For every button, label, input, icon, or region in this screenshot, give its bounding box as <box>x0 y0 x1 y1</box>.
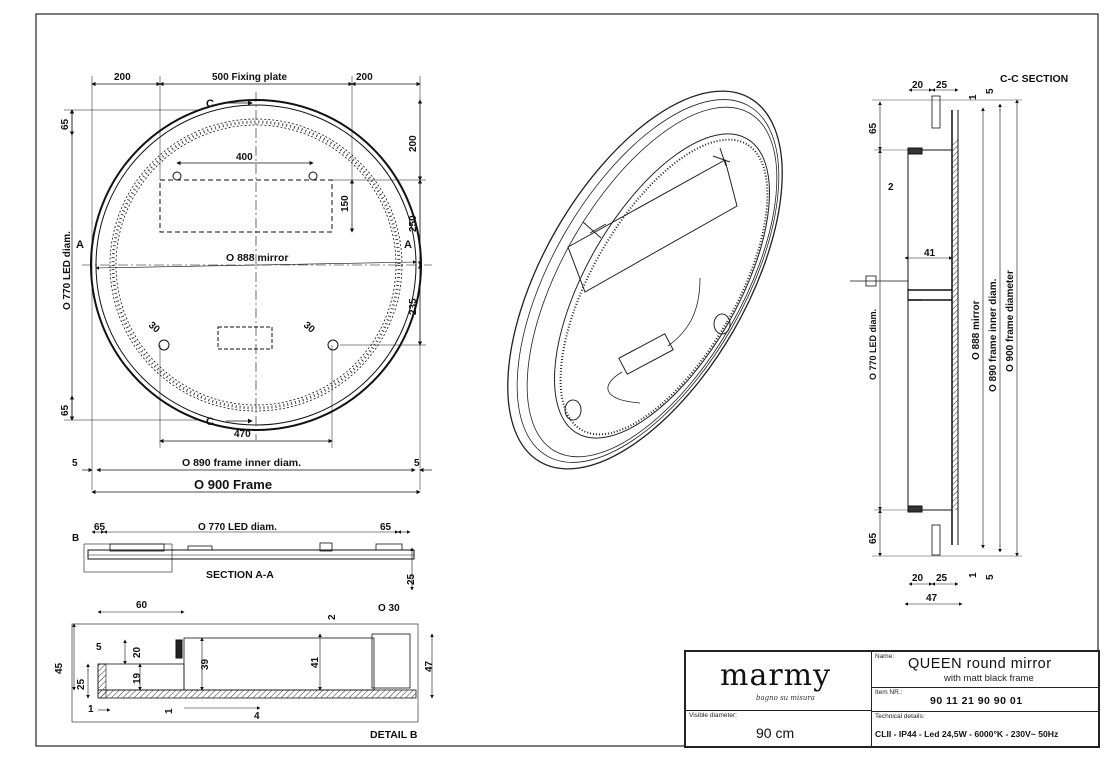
led-diameter-vertical: O 770 LED diam. <box>62 231 73 310</box>
detail-dim-o30: O 30 <box>378 603 400 614</box>
dim-250-right-vertical: 250 <box>408 215 419 232</box>
cc-dim-41: 41 <box>924 248 936 259</box>
frame-inner-diameter-label: O 890 frame inner diam. <box>182 457 301 469</box>
name-label: Name: <box>875 653 895 660</box>
visible-diameter-value: 90 cm <box>756 725 795 741</box>
sec-a-dim-25: 25 <box>406 573 417 585</box>
driver-box <box>217 326 273 350</box>
hole-30-left: 30 <box>146 320 162 336</box>
detail-dim-41: 41 <box>310 656 321 668</box>
cc-dim-1-bottom: 1 <box>968 572 979 578</box>
technical-details-value: CLII - IP44 - Led 24,5W - 6000°K - 230V~… <box>875 729 1059 739</box>
sheet-border <box>35 13 1099 747</box>
sec-a-dim-65-left: 65 <box>94 522 106 533</box>
cc-dim-65-bottom: 65 <box>868 532 879 544</box>
cc-frame-diameter: O 900 frame diameter <box>1005 270 1016 372</box>
frame-diameter-label: O 900 Frame <box>194 477 272 492</box>
perspective-view <box>507 90 783 470</box>
visible-diameter-label: Visible diameter: <box>689 712 737 719</box>
cc-dim-2: 2 <box>888 182 894 193</box>
dim-400: 400 <box>236 152 253 163</box>
cut-mark-c-top: C <box>206 98 214 110</box>
fixing-plate <box>159 179 333 233</box>
detail-b-title: DETAIL B <box>370 729 418 741</box>
dim-470: 470 <box>234 429 251 440</box>
dim-5-right: 5 <box>414 458 420 469</box>
cc-dim-20-bottom: 20 <box>912 573 924 584</box>
cc-led-diameter: O 770 LED diam. <box>868 309 878 380</box>
detail-dim-39: 39 <box>200 658 211 670</box>
cc-dim-5-bottom: 5 <box>985 574 996 580</box>
dim-500-fixing-plate: 500 Fixing plate <box>212 72 287 83</box>
detail-dim-1-left: 1 <box>88 704 94 715</box>
dim-150: 150 <box>340 195 351 212</box>
detail-dim-5: 5 <box>96 642 102 653</box>
sec-a-led-diameter: O 770 LED diam. <box>198 522 277 533</box>
cc-dim-1-top: 1 <box>968 94 979 100</box>
item-cell: Item NR.: 90 11 21 90 90 01 <box>871 687 1099 712</box>
detail-dim-60: 60 <box>136 600 148 611</box>
detail-b <box>71 610 434 723</box>
hole-30-right: 30 <box>301 320 317 336</box>
cc-dim-47: 47 <box>926 593 938 604</box>
dim-5-left: 5 <box>72 458 78 469</box>
detail-dim-45: 45 <box>54 662 65 674</box>
cut-mark-c-bottom: C <box>206 416 214 428</box>
detail-dim-1-mid: 1 <box>164 708 175 714</box>
item-number: 90 11 21 90 90 01 <box>930 695 1023 707</box>
item-label: Item NR.: <box>875 689 903 696</box>
mirror-diameter-label: O 888 mirror <box>226 252 288 264</box>
cut-mark-a-left: A <box>76 239 84 251</box>
cc-mirror-diameter: O 888 mirror <box>971 300 982 360</box>
title-block: marmy bagno su misura Name: QUEEN round … <box>684 650 1100 748</box>
dim-235-right-vertical: 235 <box>408 298 419 315</box>
detail-dim-47: 47 <box>424 660 435 672</box>
dim-200-right: 200 <box>356 72 373 83</box>
detail-dim-25: 25 <box>76 678 87 690</box>
sec-a-detail-b-mark: B <box>72 533 79 544</box>
detail-dim-4: 4 <box>254 711 260 722</box>
section-a-a <box>83 530 415 591</box>
name-cell: Name: QUEEN round mirror with matt black… <box>871 651 1099 688</box>
section-a-a-title: SECTION A-A <box>206 569 274 581</box>
cc-dim-25-top: 25 <box>936 80 948 91</box>
sec-a-dim-65-right: 65 <box>380 522 392 533</box>
product-name: QUEEN round mirror <box>908 656 1052 672</box>
cc-dim-20-top: 20 <box>912 80 924 91</box>
brand-logo: marmy <box>720 658 832 693</box>
cc-dim-65-top: 65 <box>868 122 879 134</box>
front-view <box>64 76 432 495</box>
dim-200-left: 200 <box>114 72 131 83</box>
technical-details-cell: Technical details: CLII - IP44 - Led 24,… <box>871 711 1099 747</box>
c-c-section <box>850 88 1022 606</box>
dim-200-right-vertical: 200 <box>408 135 419 152</box>
pin-right <box>327 339 339 351</box>
pin-left <box>158 339 170 351</box>
cc-frame-inner-diameter: O 890 frame inner diam. <box>988 278 999 392</box>
product-subtitle: with matt black frame <box>944 673 1034 684</box>
cc-section-title: C-C SECTION <box>1000 73 1068 85</box>
dim-65-left-top: 65 <box>60 118 71 130</box>
cc-dim-25-bottom: 25 <box>936 573 948 584</box>
detail-dim-2: 2 <box>327 614 338 620</box>
brand-tagline: bagno su misura <box>756 694 815 702</box>
dim-65-left-bottom: 65 <box>60 404 71 416</box>
brand-cell: marmy bagno su misura <box>685 651 872 711</box>
cut-mark-a-right: A <box>404 239 412 251</box>
visible-diameter-cell: Visible diameter: 90 cm <box>685 710 872 747</box>
detail-dim-19: 19 <box>132 672 143 684</box>
cc-dim-5-top: 5 <box>985 88 996 94</box>
technical-details-label: Technical details: <box>875 713 925 720</box>
detail-dim-20: 20 <box>132 646 143 658</box>
